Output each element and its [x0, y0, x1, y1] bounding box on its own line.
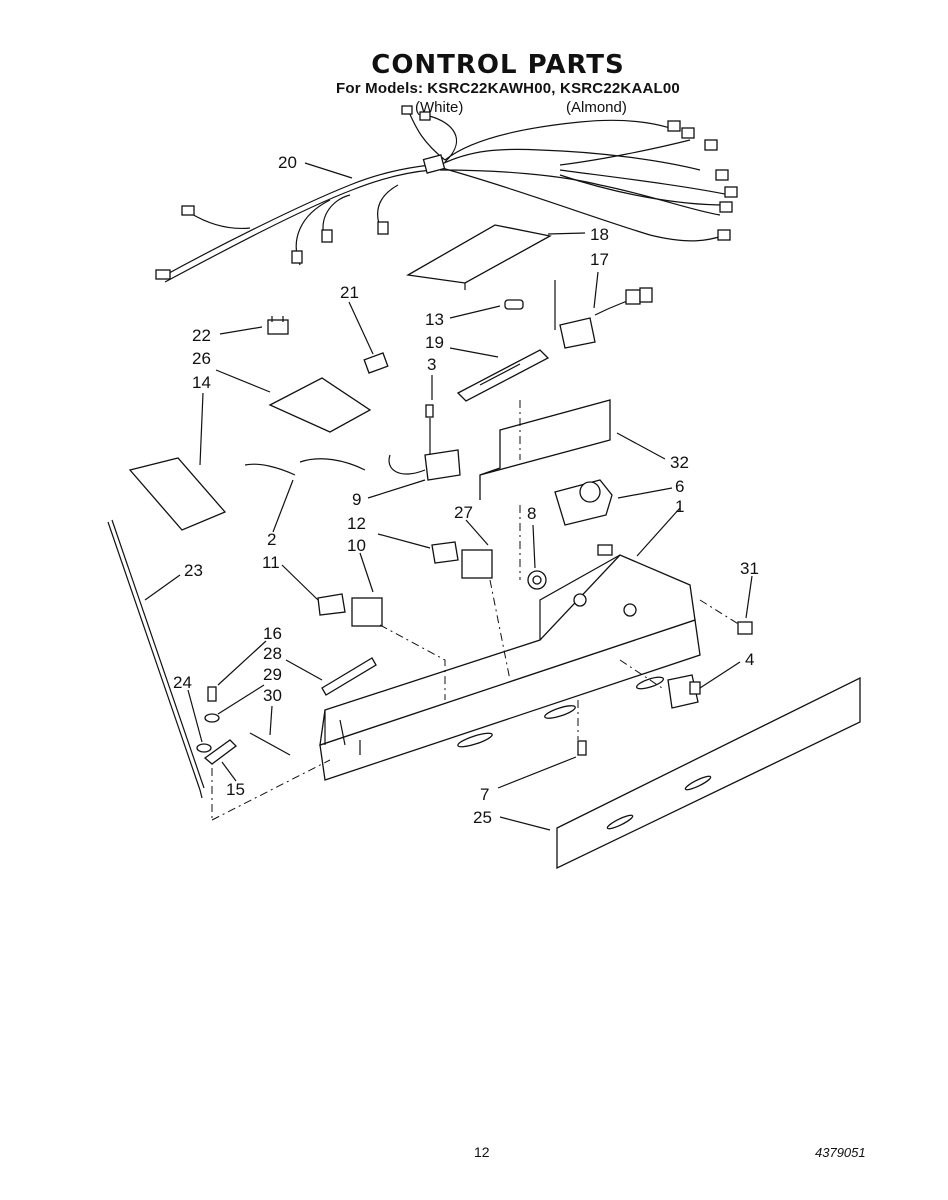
part-4-switch	[667, 674, 701, 709]
callout-24: 24	[173, 673, 192, 692]
model-numbers: KSRC22KAWH00, KSRC22KAAL00	[427, 80, 680, 97]
callout-2: 2	[267, 530, 276, 549]
callout-14: 14	[192, 373, 211, 392]
part-1-control-housing	[319, 544, 701, 781]
callout-13: 13	[425, 310, 444, 329]
part-16-screw	[207, 686, 217, 702]
part-21-clip	[363, 352, 389, 374]
callout-26: 26	[192, 349, 211, 368]
callout-31: 31	[740, 559, 759, 578]
callout-8: 8	[527, 504, 536, 523]
part-30-wire	[249, 732, 291, 756]
callout-9: 9	[352, 490, 361, 509]
part-31-screw	[737, 621, 753, 635]
callout-29: 29	[263, 665, 282, 684]
part-11-switch	[317, 593, 346, 616]
callout-6: 6	[675, 477, 684, 496]
part-12-switch	[431, 541, 459, 564]
page-title: CONTROL PARTS	[371, 50, 625, 80]
part-24-nut	[196, 743, 212, 753]
callout-16: 16	[263, 624, 282, 643]
callout-7: 7	[480, 785, 489, 804]
callout-12: 12	[347, 514, 366, 533]
part-26-cover	[268, 377, 372, 433]
callout-17: 17	[590, 250, 609, 269]
part-10-label	[351, 597, 383, 627]
part-9-switch	[388, 418, 461, 481]
callout-19: 19	[425, 333, 444, 352]
part-13-screw	[504, 299, 524, 310]
color-almond-label: (Almond)	[566, 99, 627, 116]
part-8-knob	[527, 570, 547, 590]
models-label: For Models:	[336, 80, 424, 97]
document-number: 4379051	[815, 1145, 866, 1160]
callout-1: 1	[675, 497, 684, 516]
callout-10: 10	[347, 536, 366, 555]
part-28-strap	[321, 657, 377, 696]
part-2-tubes	[244, 458, 366, 476]
callout-11: 11	[262, 553, 280, 572]
part-29-washer	[204, 713, 220, 723]
callout-20: 20	[278, 153, 297, 172]
callout-28: 28	[263, 644, 282, 663]
part-7-screw	[577, 740, 587, 756]
leader-lines	[144, 162, 753, 831]
part-32-shield	[479, 399, 611, 500]
callout-21: 21	[340, 283, 359, 302]
part-17-sensor	[554, 280, 653, 349]
callout-15: 15	[226, 780, 245, 799]
part-22-clip	[267, 316, 289, 335]
callout-4: 4	[745, 650, 754, 669]
part-15-bracket	[203, 739, 237, 765]
part-14-cover	[128, 457, 227, 531]
part-3-screw	[425, 404, 434, 418]
callout-25: 25	[473, 808, 492, 827]
callout-30: 30	[263, 686, 282, 705]
part-25-panel	[556, 676, 861, 870]
part-23-rod	[107, 519, 205, 799]
callout-32: 32	[670, 453, 689, 472]
part-19-tube	[456, 349, 550, 402]
callout-27: 27	[454, 503, 473, 522]
callout-23: 23	[184, 561, 203, 580]
page-number: 12	[474, 1144, 490, 1160]
part-18-bracket	[406, 224, 552, 290]
alignment-lines	[211, 400, 741, 821]
callout-18: 18	[590, 225, 609, 244]
callout-22: 22	[192, 326, 211, 345]
model-line: For Models:KSRC22KAWH00, KSRC22KAAL00	[336, 80, 680, 97]
part-20-wiring-harness	[155, 105, 738, 283]
callout-labels: 20 18 17 21 13 22 19 26 3 14 32 6 9 27 1…	[173, 153, 759, 827]
part-6-timer	[554, 479, 613, 526]
part-27-label	[461, 549, 493, 579]
callout-3: 3	[427, 355, 436, 374]
